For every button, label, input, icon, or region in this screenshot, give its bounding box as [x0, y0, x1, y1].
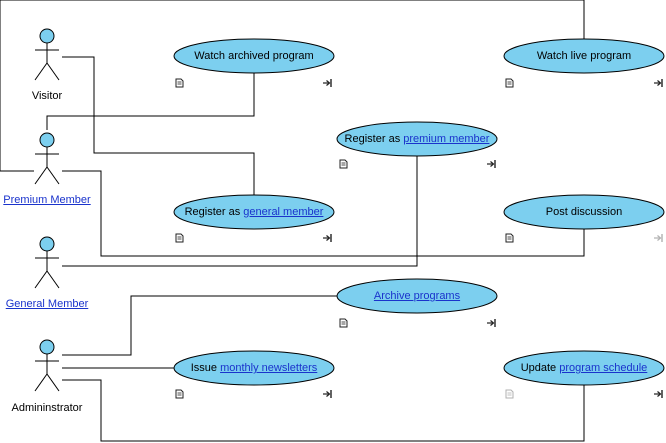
- actor-premium-member[interactable]: [34, 132, 60, 185]
- step-in-arrow-icon[interactable]: [486, 159, 496, 169]
- label-prefix: Register as: [184, 206, 244, 218]
- document-icon[interactable]: [175, 233, 184, 243]
- document-icon[interactable]: [505, 233, 514, 243]
- document-icon[interactable]: [339, 318, 348, 328]
- label-prefix: Issue: [190, 362, 221, 374]
- step-in-arrow-icon[interactable]: [653, 78, 663, 88]
- usecase-update-program-schedule[interactable]: [503, 350, 665, 386]
- usecase-label-archive-programs: Archive programs: [374, 290, 460, 302]
- usecase-archive-programs[interactable]: [336, 278, 498, 314]
- document-icon[interactable]: [175, 389, 184, 399]
- usecase-label-update-schedule: Update program schedule: [521, 362, 648, 374]
- document-icon[interactable]: [505, 389, 514, 399]
- link-general-member[interactable]: general member: [243, 206, 324, 218]
- assoc-general-register-premium: [62, 156, 418, 267]
- step-in-arrow-icon[interactable]: [653, 233, 663, 243]
- usecase-label-post-discussion: Post discussion: [545, 206, 623, 218]
- usecase-label-watch-live: Watch live program: [536, 50, 632, 62]
- actor-label-premium-member[interactable]: Premium Member: [3, 194, 91, 206]
- usecase-label-issue-newsletters: Issue monthly newsletters: [191, 362, 318, 374]
- link-archive-programs[interactable]: Archive programs: [373, 290, 461, 302]
- assoc-premium-watch-archived: [46, 72, 255, 130]
- assoc-visitor-register-general: [62, 56, 255, 196]
- usecase-label-register-general: Register as general member: [185, 206, 324, 218]
- step-in-arrow-icon[interactable]: [322, 389, 332, 399]
- usecase-post-discussion[interactable]: [503, 194, 665, 230]
- usecase-label-register-premium: Register as premium member: [345, 133, 490, 145]
- link-premium-member[interactable]: premium member: [403, 133, 490, 145]
- step-in-arrow-icon[interactable]: [322, 233, 332, 243]
- document-icon[interactable]: [175, 78, 184, 88]
- actor-general-member[interactable]: [34, 236, 60, 289]
- assoc-admin-archive-programs: [62, 295, 338, 356]
- link-monthly-newsletters[interactable]: monthly newsletters: [220, 362, 318, 374]
- step-in-arrow-icon[interactable]: [486, 318, 496, 328]
- usecase-watch-archived-program[interactable]: [173, 38, 335, 74]
- usecase-register-general-member[interactable]: [173, 194, 335, 230]
- actor-label-visitor: Visitor: [31, 90, 63, 102]
- actor-label-administrator: Admininstrator: [11, 402, 83, 414]
- assoc-admin-update-schedule: [62, 379, 585, 442]
- step-in-arrow-icon[interactable]: [322, 78, 332, 88]
- label-prefix: Register as: [344, 133, 404, 145]
- document-icon[interactable]: [339, 159, 348, 169]
- label-prefix: Update: [520, 362, 560, 374]
- actor-visitor[interactable]: [34, 28, 60, 81]
- assoc-premium-post-discussion: [62, 170, 585, 257]
- usecase-issue-monthly-newsletters[interactable]: [173, 350, 335, 386]
- usecase-watch-live-program[interactable]: [503, 38, 665, 74]
- assoc-premium-watch-live: [0, 0, 585, 172]
- usecase-register-premium-member[interactable]: [336, 121, 498, 157]
- actor-administrator[interactable]: [34, 339, 60, 392]
- link-program-schedule[interactable]: program schedule: [559, 362, 648, 374]
- document-icon[interactable]: [505, 78, 514, 88]
- step-in-arrow-icon[interactable]: [653, 389, 663, 399]
- actor-label-general-member[interactable]: General Member: [5, 298, 89, 310]
- usecase-label-watch-archived: Watch archived program: [194, 50, 314, 62]
